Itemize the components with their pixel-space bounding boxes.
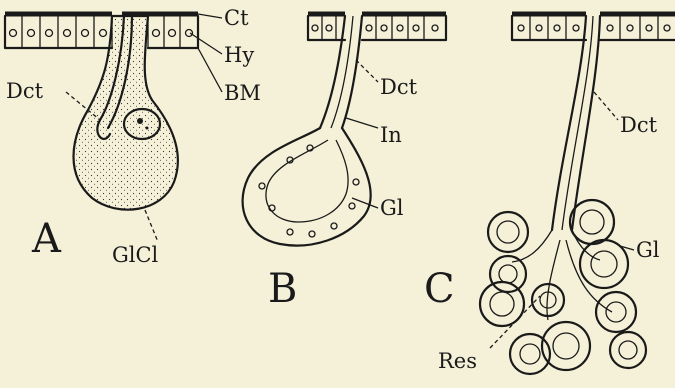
panel-c-drawing <box>480 14 675 374</box>
panel-label-a: A <box>31 216 62 262</box>
gland-cell-body <box>74 16 178 210</box>
label-dct-c: Dct <box>620 113 658 137</box>
label-res: Res <box>438 349 477 373</box>
label-dct-a: Dct <box>6 79 44 103</box>
label-glcl: GlCl <box>112 243 159 267</box>
label-ct: Ct <box>224 6 249 30</box>
panel-label-b: B <box>268 266 297 312</box>
label-hy: Hy <box>224 43 254 67</box>
panel-label-c: C <box>424 266 455 312</box>
label-dct-b: Dct <box>380 75 418 99</box>
panel-b-gland-sac <box>243 128 371 246</box>
panel-b-drawing <box>243 14 446 246</box>
panel-a-drawing <box>5 14 222 242</box>
label-gl-b: Gl <box>380 196 404 220</box>
label-gl-c: Gl <box>636 238 660 262</box>
label-bm: BM <box>224 81 261 105</box>
label-in: In <box>380 123 402 147</box>
